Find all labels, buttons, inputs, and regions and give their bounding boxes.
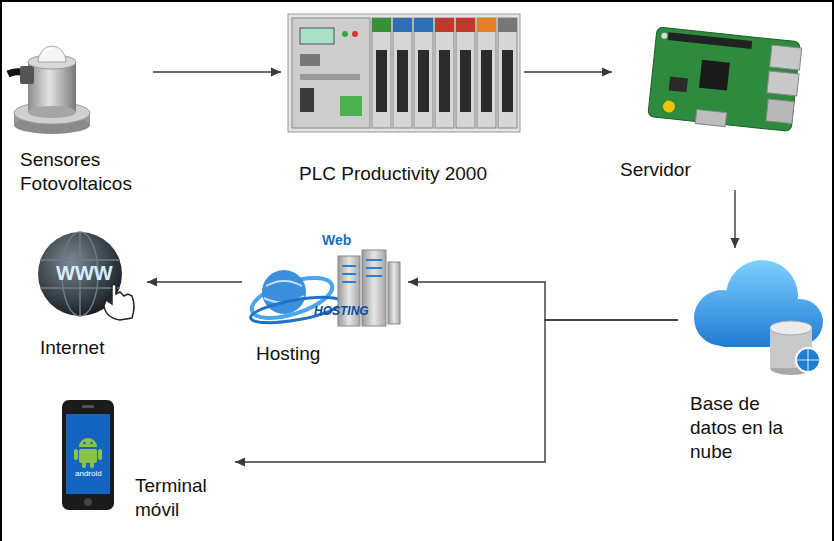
cloud-database-icon bbox=[694, 260, 823, 375]
internet-globe-icon bbox=[38, 232, 134, 320]
sensor-icon bbox=[8, 46, 90, 134]
icon-node: Sensores Fotovoltaicos bbox=[8, 8, 149, 200]
icon-text: Web bbox=[322, 232, 351, 248]
icon-node: Base de datos en la nube bbox=[680, 250, 826, 468]
server-board-icon bbox=[648, 27, 803, 134]
icon-text: android bbox=[75, 469, 102, 478]
arrow-head bbox=[602, 68, 612, 77]
icon-node: Hosting bbox=[246, 232, 404, 370]
icon-node: Internet bbox=[28, 226, 143, 364]
arrow-head bbox=[147, 278, 157, 287]
hosting-icon bbox=[247, 250, 400, 328]
connector-arrow bbox=[524, 71, 612, 72]
arrow-head bbox=[731, 238, 740, 248]
icon-node: PLC Productivity 2000 bbox=[285, 6, 520, 190]
icon-node: Servidor bbox=[616, 18, 800, 186]
icon-node: Terminal móvil bbox=[55, 398, 231, 526]
node-label: Base de datos en la nube bbox=[690, 392, 790, 464]
node-label: Servidor bbox=[620, 158, 691, 182]
node-label: Hosting bbox=[256, 342, 320, 366]
arrow-head bbox=[235, 458, 245, 467]
arrow-head bbox=[408, 278, 418, 287]
connector-arrow bbox=[235, 320, 678, 462]
arrow-head bbox=[271, 68, 281, 77]
node-label: PLC Productivity 2000 bbox=[299, 162, 487, 186]
icon-text: WWW bbox=[56, 262, 113, 285]
connector-arrow bbox=[408, 282, 678, 320]
phone-icon bbox=[62, 400, 114, 510]
connector-arrow bbox=[153, 71, 281, 72]
node-label: Terminal móvil bbox=[135, 474, 227, 522]
plc-icon bbox=[288, 14, 520, 132]
node-label: Internet bbox=[40, 336, 104, 360]
connector-arrow bbox=[147, 281, 242, 282]
node-label: Sensores Fotovoltaicos bbox=[20, 148, 145, 196]
icon-text: HOSTING bbox=[314, 304, 369, 318]
